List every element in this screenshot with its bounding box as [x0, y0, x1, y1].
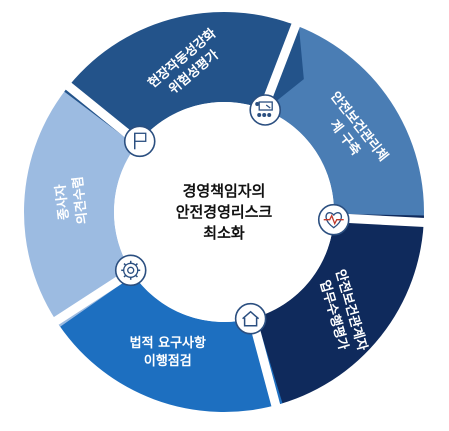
segment-label-line: 법적 요구사항: [130, 335, 206, 351]
presentation-icon: [249, 94, 282, 126]
icon-badges-layer: [114, 94, 350, 335]
center-text-line-3: 최소화: [203, 224, 245, 242]
gear-icon: [114, 254, 147, 287]
segment-workers: [23, 83, 140, 327]
segment-label-line: 의견수렴: [70, 176, 91, 225]
segment-legal: [54, 270, 283, 412]
segment-evaluation: [237, 213, 424, 407]
segment-label-line: 종사자: [53, 183, 73, 220]
center-text-line-1: 경영책임자의: [183, 182, 266, 200]
segments-layer: [23, 11, 424, 412]
heart-monitor-icon: [317, 203, 350, 236]
center-circle: [114, 102, 334, 322]
center-text: 경영책임자의 안전경영리스크 최소화: [176, 182, 273, 242]
home-icon: [234, 302, 267, 335]
segment-label-line: 이행점검: [144, 353, 192, 369]
flag-icon: [123, 125, 156, 158]
center-text-line-2: 안전경영리스크: [176, 203, 273, 221]
segment-site: [64, 11, 304, 146]
